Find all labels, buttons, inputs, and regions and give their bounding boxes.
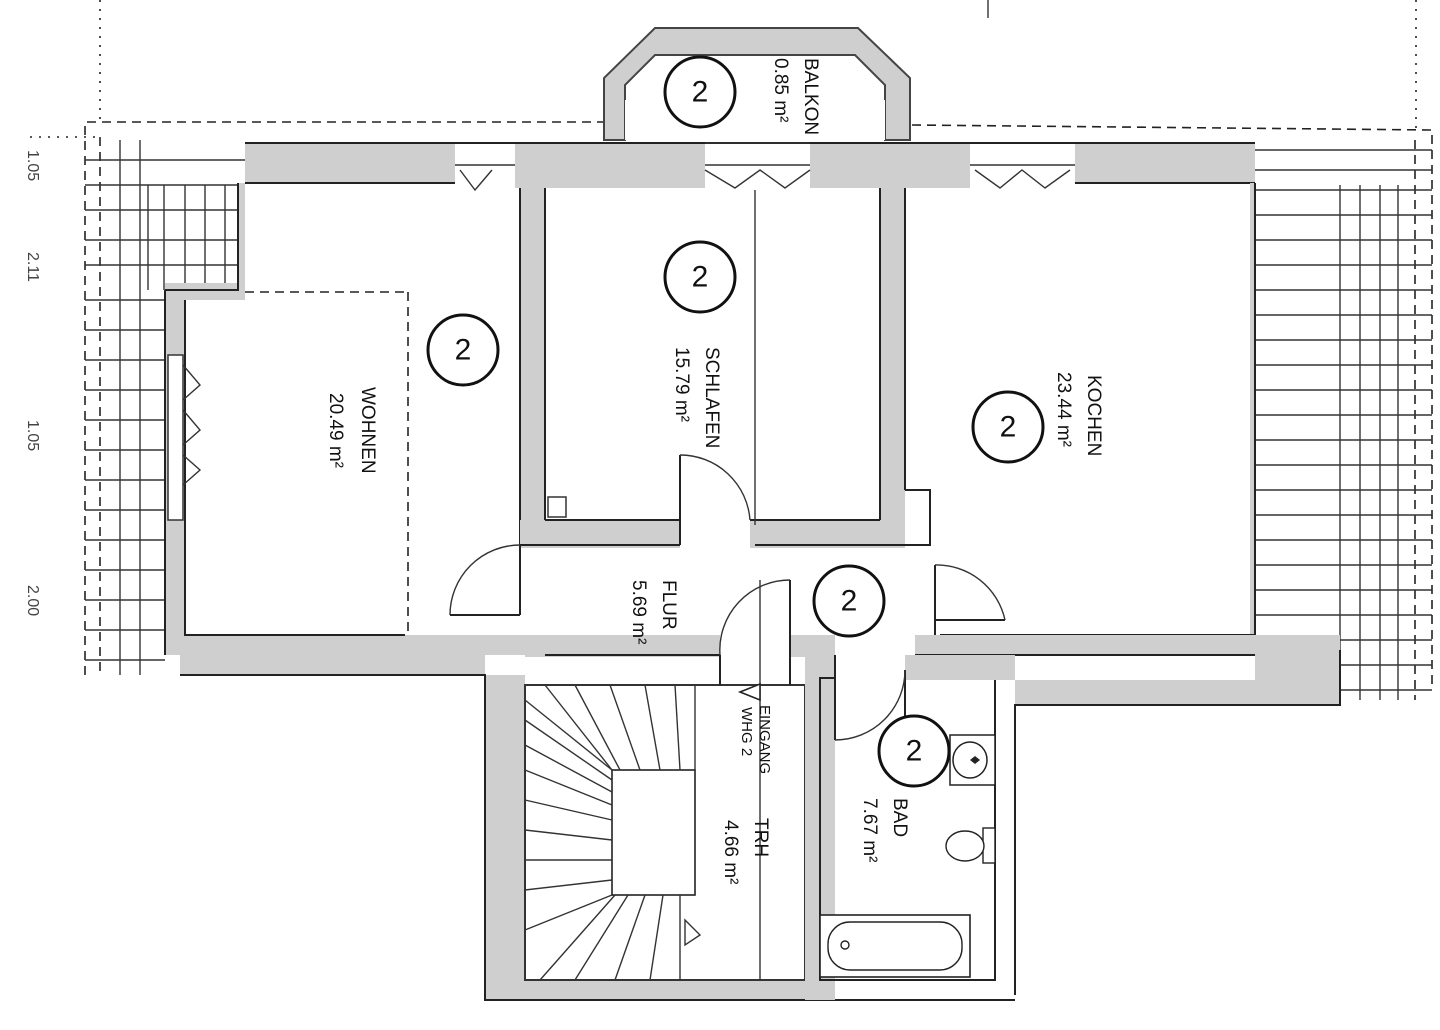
label-balkon: BALKON 0.85 m² (770, 58, 821, 135)
washbasin (949, 734, 996, 786)
roof-outline (84, 121, 608, 675)
svg-text:2: 2 (906, 735, 923, 768)
label-flur: FLUR 5.69 m² (628, 580, 679, 644)
dimension-label: 2.11 (24, 252, 41, 282)
chimney-shaft (547, 496, 567, 518)
roof-battens-left (85, 140, 245, 675)
entrance-line1: EINGANG (756, 705, 773, 774)
room-name-bad: BAD (889, 798, 910, 837)
room-name-balkon: BALKON (800, 58, 821, 135)
svg-text:2: 2 (692, 261, 709, 294)
label-wohnen: WOHNEN 20.49 m² (325, 387, 378, 474)
unit-marker-kochen: 2 (971, 390, 1045, 464)
room-area-bad: 7.67 m² (859, 798, 880, 862)
bathtub (819, 914, 971, 978)
exterior-wall (515, 143, 705, 188)
room-area-kochen: 23.44 m² (1053, 372, 1074, 447)
label-bad: BAD 7.67 m² (859, 798, 910, 862)
dimension-label: 1.05 (24, 150, 41, 181)
unit-marker-bad: 2 (877, 714, 951, 788)
room-area-schlafen: 15.79 m² (671, 347, 692, 422)
svg-text:2: 2 (1000, 411, 1017, 444)
label-kochen: KOCHEN 23.44 m² (1053, 372, 1104, 456)
svg-text:2: 2 (841, 585, 858, 618)
unit-marker-balkon: 2 (663, 55, 737, 129)
entrance-line2: WHG 2 (738, 707, 755, 756)
door-entrance (719, 579, 791, 656)
exterior-wall (1075, 143, 1255, 183)
entrance-arrow-icon (737, 682, 761, 702)
dimension-label: 2.00 (24, 585, 41, 616)
room-name-flur: FLUR (658, 580, 679, 630)
dimension-label: 1.05 (24, 420, 41, 451)
window-wohnen (167, 354, 184, 521)
exterior-wall (245, 143, 455, 183)
room-name-kochen: KOCHEN (1083, 375, 1104, 456)
staircase (524, 684, 702, 981)
label-schlafen: SCHLAFEN 15.79 m² (671, 347, 722, 448)
room-name-wohnen: WOHNEN (357, 387, 378, 474)
room-area-flur: 5.69 m² (628, 580, 649, 644)
svg-text:2: 2 (455, 334, 472, 367)
label-entrance: EINGANG WHG 2 (738, 705, 773, 774)
door-schlafen (679, 454, 751, 545)
room-area-trh: 4.66 m² (720, 820, 741, 884)
unit-marker-flur: 2 (812, 564, 886, 638)
exterior-wall (810, 143, 970, 188)
window-swing (182, 364, 202, 486)
room-name-schlafen: SCHLAFEN (701, 347, 722, 448)
roof-outline (911, 124, 1433, 690)
door-wohnen (449, 544, 521, 616)
svg-text:2: 2 (692, 76, 709, 109)
room-area-balkon: 0.85 m² (770, 58, 791, 122)
roof-battens-right (1255, 149, 1432, 700)
room-area-wohnen: 20.49 m² (325, 393, 346, 468)
unit-marker-wohnen: 2 (426, 313, 500, 387)
window-swing (459, 169, 1071, 192)
unit-marker-schlafen: 2 (663, 240, 737, 314)
door-kochen (934, 564, 1006, 635)
toilet (945, 827, 996, 864)
room-name-trh: TRH (750, 818, 771, 857)
label-trh: TRH 4.66 m² (720, 818, 771, 884)
